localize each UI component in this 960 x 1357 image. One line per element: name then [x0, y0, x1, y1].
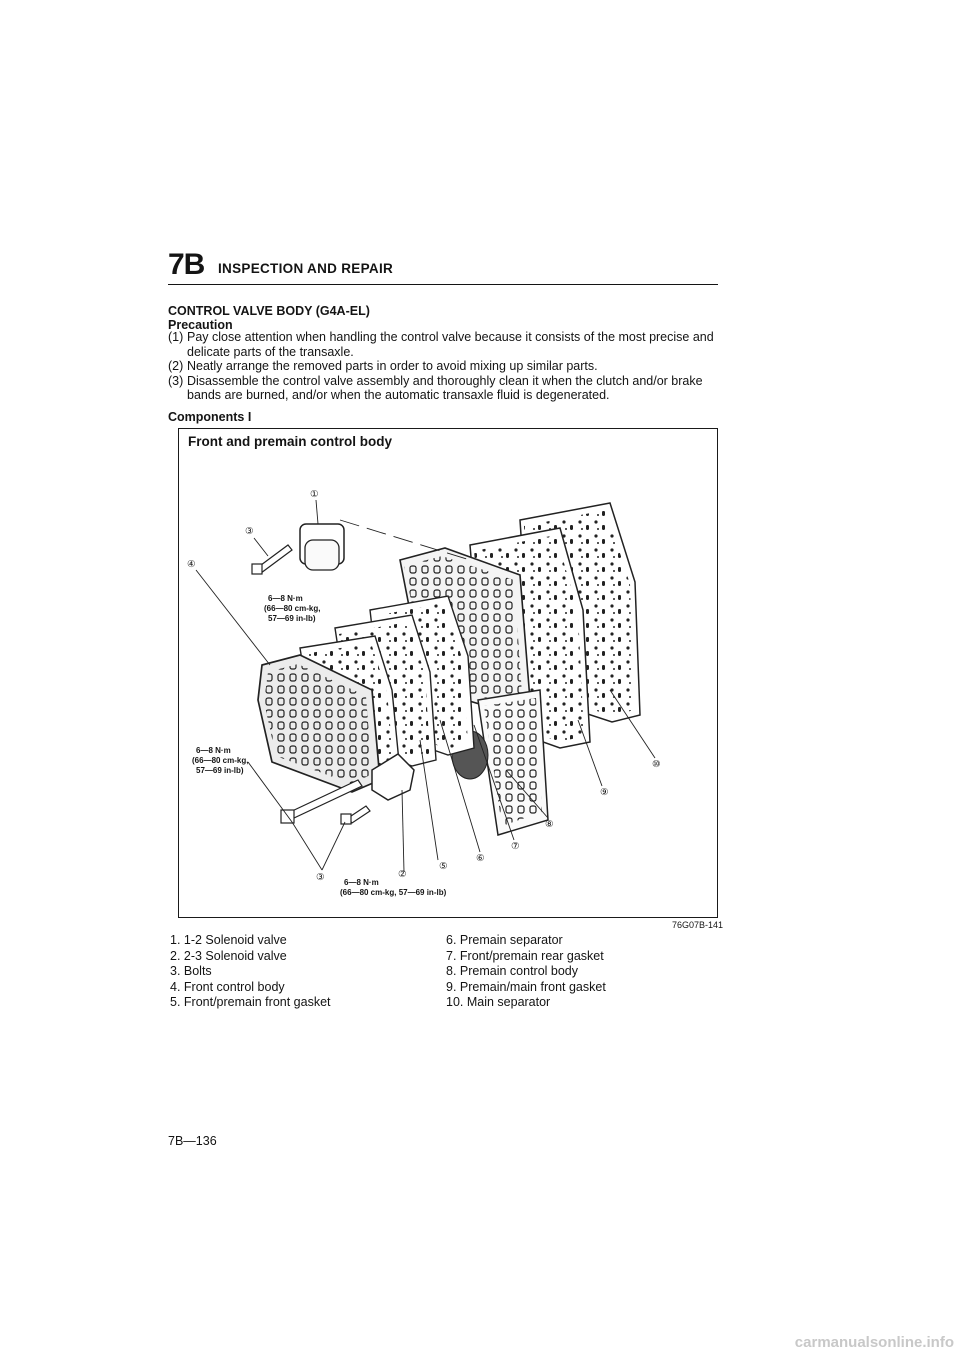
- callout-9: ⑨: [600, 787, 609, 798]
- figure-frame: [178, 428, 718, 918]
- bolt-short: [340, 805, 371, 825]
- legend-item: 10. Main separator: [446, 995, 551, 1009]
- section-title: CONTROL VALVE BODY (G4A-EL): [168, 304, 370, 318]
- watermark: carmanualsonline.info: [794, 1334, 954, 1351]
- header-rule: [168, 284, 718, 285]
- precaution-number: (2): [168, 359, 184, 373]
- legend-item: 3. Bolts: [170, 964, 212, 978]
- callout-2: ②: [398, 869, 407, 880]
- torque-spec-a-line1: 6—8 N·m: [268, 594, 303, 603]
- legend-item: 6. Premain separator: [446, 933, 563, 947]
- callout-10: ⑩: [652, 759, 661, 770]
- header-title: INSPECTION AND REPAIR: [218, 261, 394, 276]
- torque-spec-b-line2: (66—80 cm-kg,: [192, 756, 248, 765]
- callout-6: ⑥: [476, 853, 485, 864]
- solenoid-valve-1-2: [299, 523, 345, 571]
- bolt-top: [251, 544, 293, 575]
- legend-item: 9. Premain/main front gasket: [446, 979, 606, 994]
- callout-1: ①: [310, 489, 319, 500]
- legend-item: 5. Front/premain front gasket: [170, 995, 331, 1009]
- precaution-item-2: (2) Neatly arrange the removed parts in …: [168, 359, 728, 374]
- callout-3-top: ③: [245, 526, 254, 537]
- solenoid-valve-2-3: [371, 753, 415, 801]
- chapter-number: 7B: [168, 248, 205, 281]
- torque-spec-c-line2: (66—80 cm-kg, 57—69 in-lb): [340, 888, 447, 897]
- precaution-number: (1): [168, 330, 184, 344]
- callout-8: ⑧: [545, 819, 554, 830]
- callout-3-bottom: ③: [316, 872, 325, 883]
- legend-item: 2. 2-3 Solenoid valve: [170, 948, 287, 963]
- front-control-body: [257, 654, 381, 793]
- precaution-list: (1) Pay close attention when handling th…: [168, 330, 728, 403]
- legend-item: 8. Premain control body: [446, 964, 579, 978]
- torque-spec-b-line3: 57—69 in-lb): [196, 766, 244, 775]
- legend-item: 7. Front/premain rear gasket: [446, 948, 604, 963]
- legend-right: 6. Premain separator 7. Front/premain re…: [446, 933, 606, 1011]
- leader-lines: [195, 499, 656, 873]
- precaution-item-3: (3) Disassemble the control valve assemb…: [168, 374, 728, 403]
- precaution-number: (3): [168, 373, 184, 388]
- callout-5: ⑤: [439, 861, 448, 872]
- torque-spec-b-line1: 6—8 N·m: [196, 746, 231, 755]
- precaution-text: Pay close attention when handling the co…: [187, 330, 714, 359]
- page-number: 7B—136: [168, 1134, 217, 1148]
- components-heading: Components I: [168, 410, 252, 424]
- torque-spec-a-line2: (66—80 cm-kg,: [264, 604, 320, 613]
- figure-title: Front and premain control body: [188, 434, 393, 449]
- torque-spec-a-line3: 57—69 in-lb): [268, 614, 316, 623]
- precaution-heading: Precaution: [168, 318, 233, 332]
- legend-item: 4. Front control body: [170, 979, 285, 994]
- torque-spec-c-line1: 6—8 N·m: [344, 878, 379, 887]
- precaution-text: Neatly arrange the removed parts in orde…: [187, 359, 598, 373]
- callout-7: ⑦: [511, 841, 520, 852]
- callout-4: ④: [187, 559, 196, 570]
- page-header: 7B INSPECTION AND REPAIR: [168, 250, 718, 286]
- legend-item: 1. 1-2 Solenoid valve: [170, 933, 287, 947]
- figure-code: 76G07B-141: [672, 920, 724, 930]
- precaution-item-1: (1) Pay close attention when handling th…: [168, 330, 728, 359]
- legend-left: 1. 1-2 Solenoid valve 2. 2-3 Solenoid va…: [170, 933, 331, 1011]
- precaution-text: Disassemble the control valve assembly a…: [187, 373, 703, 403]
